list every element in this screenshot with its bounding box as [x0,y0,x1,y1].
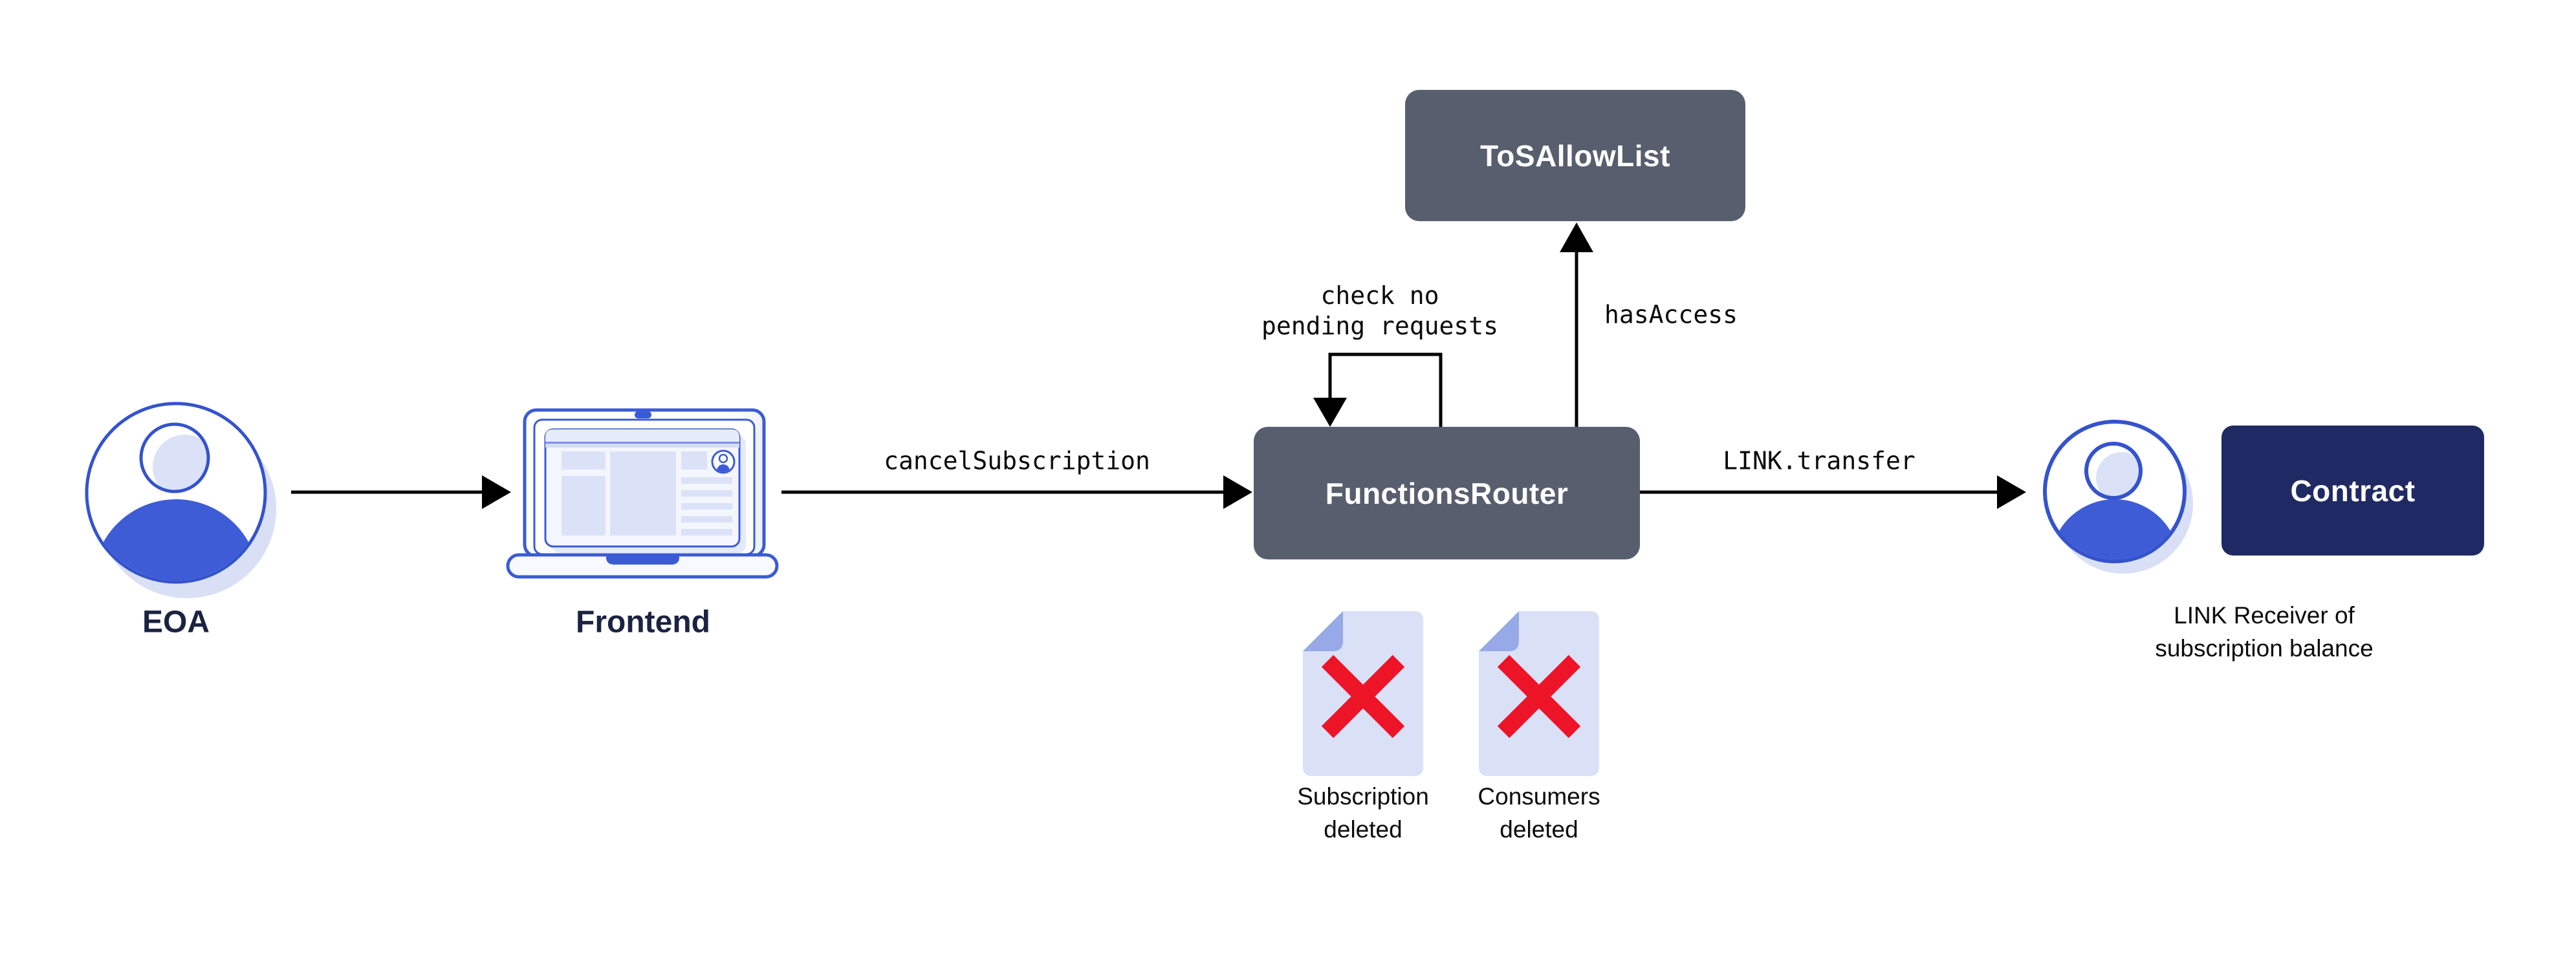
delete-x-icon [1321,654,1405,739]
consumers-deleted-caption-line1: Consumers [1478,783,1600,810]
browser-topbar [545,429,739,442]
frontend-label: Frontend [576,605,710,640]
browser-content-blocks [562,451,732,535]
edge-label-check-no-pending: check no pending requests [1261,281,1498,341]
edge-label-check-no-pending-line2: pending requests [1261,312,1499,340]
edge-label-cancel-subscription: cancelSubscription [884,446,1150,475]
arrow-router-to-receiver [1640,475,2026,509]
consumers-deleted-caption-line2: deleted [1500,816,1578,843]
browser-topbar-line [545,442,739,444]
edge-label-link-transfer: LINK.transfer [1723,446,1916,475]
consumers-deleted-caption: Consumers deleted [1478,780,1600,846]
functions-router-box: FunctionsRouter [1254,427,1640,559]
receiver-icon-head [2084,442,2143,500]
edge-label-has-access: hasAccess [1604,300,1738,329]
browser-topbar-strip [545,444,739,448]
browser-avatar-icon [711,449,736,474]
contract-label: Contract [2290,473,2416,508]
connectors [291,222,2026,509]
laptop-notch [606,555,679,565]
contract-box: Contract [2221,426,2484,556]
eoa-label: EOA [142,605,210,640]
arrow-router-to-tos [1560,222,1593,427]
document-fold [1303,611,1343,651]
delete-x-icon [1497,654,1581,739]
document-fold [1479,611,1519,651]
eoa-icon-head [139,422,210,493]
eoa-icon-body [93,499,259,581]
subscription-deleted-doc-icon [1303,611,1423,776]
arrow-frontend-to-router [781,475,1252,509]
functions-router-label: FunctionsRouter [1325,476,1569,510]
subscription-deleted-caption-line1: Subscription [1297,783,1429,810]
frontend-laptop-icon [506,408,779,579]
edge-label-check-no-pending-line1: check no [1320,281,1439,310]
receiver-icon-body [2050,499,2179,559]
arrow-router-self-loop [1313,352,1443,429]
link-receiver-caption-line2: subscription balance [2155,635,2374,662]
eoa-user-icon [85,402,276,598]
consumers-deleted-doc-icon [1479,611,1599,776]
laptop-camera [635,411,651,418]
tos-allow-list-box: ToSAllowList [1405,90,1745,221]
link-receiver-user-icon [2043,420,2193,574]
link-receiver-caption-line1: LINK Receiver of [2174,602,2355,629]
link-receiver-caption: LINK Receiver of subscription balance [2155,599,2373,665]
subscription-deleted-caption: Subscription deleted [1297,780,1429,846]
tos-allow-list-label: ToSAllowList [1480,138,1670,173]
subscription-deleted-caption-line2: deleted [1324,816,1403,843]
arrow-eoa-to-frontend [291,475,511,509]
